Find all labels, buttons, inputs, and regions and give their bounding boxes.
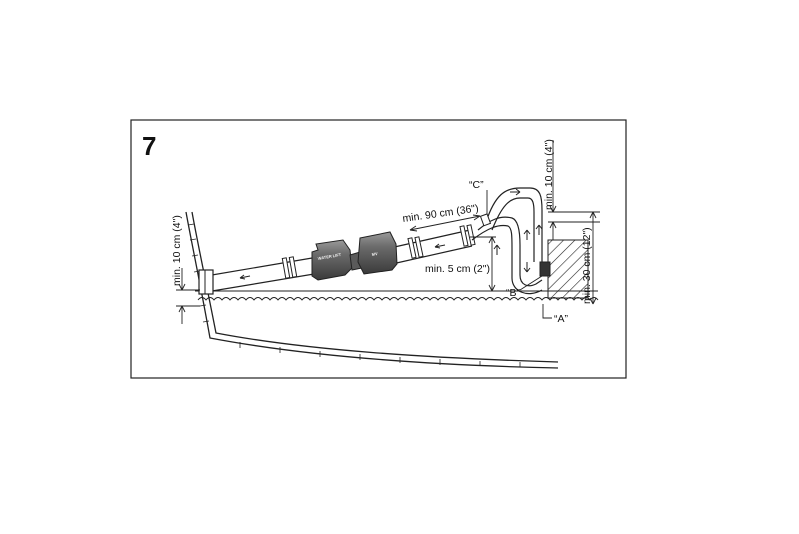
exhaust-hose — [198, 224, 476, 295]
figure-number: 7 — [142, 131, 156, 161]
waterline — [195, 290, 599, 301]
label-c: “C” — [469, 179, 484, 191]
gooseneck-loop — [471, 187, 543, 295]
waterlift-muffler: WATER LIFT — [311, 239, 353, 281]
boat-hull — [185, 211, 559, 369]
engine-block — [539, 239, 589, 299]
label-a: “A” — [554, 313, 569, 325]
rise-dimension: min. 5 cm (2") — [425, 263, 490, 275]
svg-text:WATER LIFT: WATER LIFT — [317, 252, 342, 261]
left-height-dimension: min. 10 cm (4") — [171, 215, 183, 286]
figure-frame — [130, 119, 627, 379]
mv-muffler: MV — [357, 231, 398, 275]
label-b: “B” — [506, 287, 521, 299]
svg-text:MV: MV — [371, 251, 378, 257]
top-height-dimension: min. 10 cm (4") — [543, 139, 555, 210]
dimension-lines — [176, 140, 600, 324]
pipe-length-dimension: min. 90 cm (36") — [402, 202, 480, 225]
right-height-dimension: min. 30 cm (12") — [581, 227, 593, 304]
